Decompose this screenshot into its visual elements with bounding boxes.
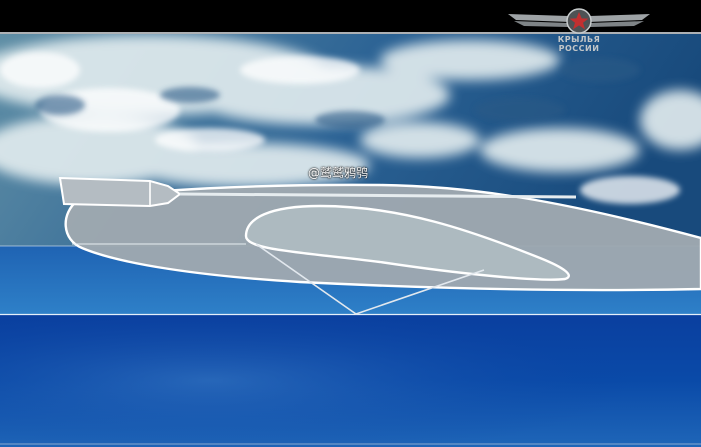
channel-logo-line2: РОССИИ bbox=[558, 44, 600, 53]
channel-logo: КРЫЛЬЯ РОССИИ bbox=[508, 8, 650, 56]
upper-spar bbox=[179, 192, 577, 199]
uploader-watermark: @鹫鹫鸦鸮 bbox=[308, 166, 369, 180]
cloud-layer bbox=[0, 35, 701, 187]
cloud-shadows bbox=[35, 58, 640, 129]
winged-star-icon bbox=[508, 8, 650, 34]
ekranoplan-diagram bbox=[0, 34, 701, 447]
cloud-highlights bbox=[0, 52, 680, 204]
strut-lines bbox=[255, 243, 485, 315]
channel-logo-line1: КРЫЛЬЯ bbox=[557, 35, 601, 44]
frame-top-divider bbox=[0, 32, 701, 34]
wing-airfoil bbox=[244, 204, 571, 281]
